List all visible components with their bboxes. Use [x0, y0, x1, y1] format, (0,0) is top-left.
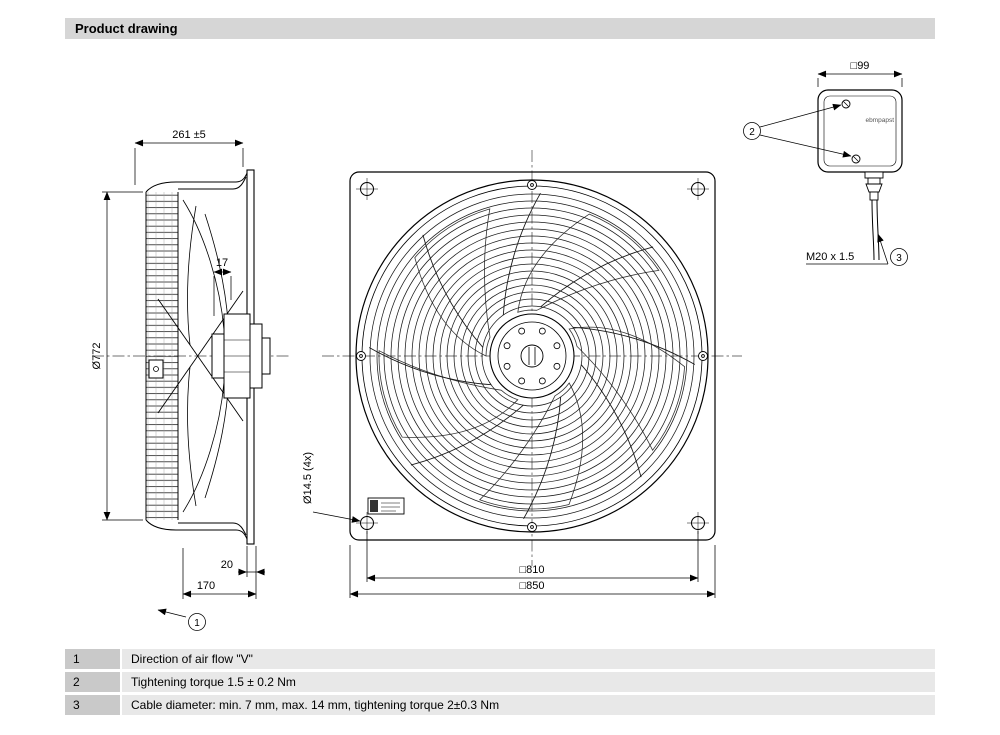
note-number: 1 — [65, 649, 120, 669]
hub — [489, 313, 575, 399]
front-view-dimensions: □810 □850 Ø14.5 (4x) — [302, 452, 716, 598]
hub-bolt-holes — [503, 327, 561, 385]
callout-1-circle — [188, 613, 206, 631]
dim-mounting-holes: Ø14.5 (4x) — [302, 452, 314, 504]
note-row: 3 Cable diameter: min. 7 mm, max. 14 mm,… — [65, 695, 935, 715]
front-view — [322, 150, 742, 566]
note-text: Tightening torque 1.5 ± 0.2 Nm — [122, 672, 935, 692]
dim-plate-size: □850 — [520, 580, 545, 592]
note-number: 2 — [65, 672, 120, 692]
lid-screw-top — [841, 99, 851, 109]
mounting-plate — [349, 171, 716, 541]
callout-2: 2 — [749, 127, 755, 138]
dim-housing-depth: 170 — [197, 580, 215, 592]
cable-gland — [864, 171, 884, 261]
terminal-box-view: □99 ebmpapst 2 M20 x 1.5 3 — [743, 60, 908, 266]
callout-3-circle — [890, 248, 908, 266]
dim-impeller-diameter: Ø772 — [91, 343, 103, 370]
terminal-box — [817, 89, 903, 173]
dim-hole-spacing: □810 — [520, 564, 545, 576]
guard-grille-spokes — [368, 192, 696, 520]
side-view-outline — [145, 169, 271, 545]
grille-mounting-clips — [356, 180, 708, 532]
note-text: Cable diameter: min. 7 mm, max. 14 mm, t… — [122, 695, 935, 715]
dim-plate-offset: 20 — [221, 559, 233, 571]
side-view — [92, 169, 290, 545]
airflow-arrow — [157, 608, 187, 618]
venturi-ring-outer — [355, 179, 709, 533]
note-text: Direction of air flow "V" — [122, 649, 935, 669]
dim-cable-gland: M20 x 1.5 — [806, 251, 854, 263]
dim-box-size: □99 — [851, 60, 870, 72]
callout-2-circle — [743, 122, 761, 140]
guard-grille-rings — [369, 193, 695, 519]
note-number: 3 — [65, 695, 120, 715]
dim-guard-gap: 17 — [216, 257, 228, 269]
callout-1: 1 — [194, 618, 200, 629]
note-row: 2 Tightening torque 1.5 ± 0.2 Nm — [65, 672, 935, 692]
plate-mounting-holes — [356, 178, 709, 534]
nameplate — [367, 497, 405, 515]
guard-clip — [148, 359, 164, 379]
callout-3: 3 — [896, 253, 902, 264]
notes-table: 1 Direction of air flow "V" 2 Tightening… — [65, 649, 935, 718]
dim-depth-total: 261 ±5 — [172, 129, 206, 141]
lid-screw-bottom — [851, 154, 861, 164]
fan-blades — [378, 208, 686, 510]
side-view-dimensions: 261 ±5 17 Ø772 20 170 1 — [91, 129, 265, 631]
note-row: 1 Direction of air flow "V" — [65, 649, 935, 669]
brand-logo: ebmpapst — [865, 117, 894, 124]
section-title: Product drawing — [65, 18, 935, 39]
